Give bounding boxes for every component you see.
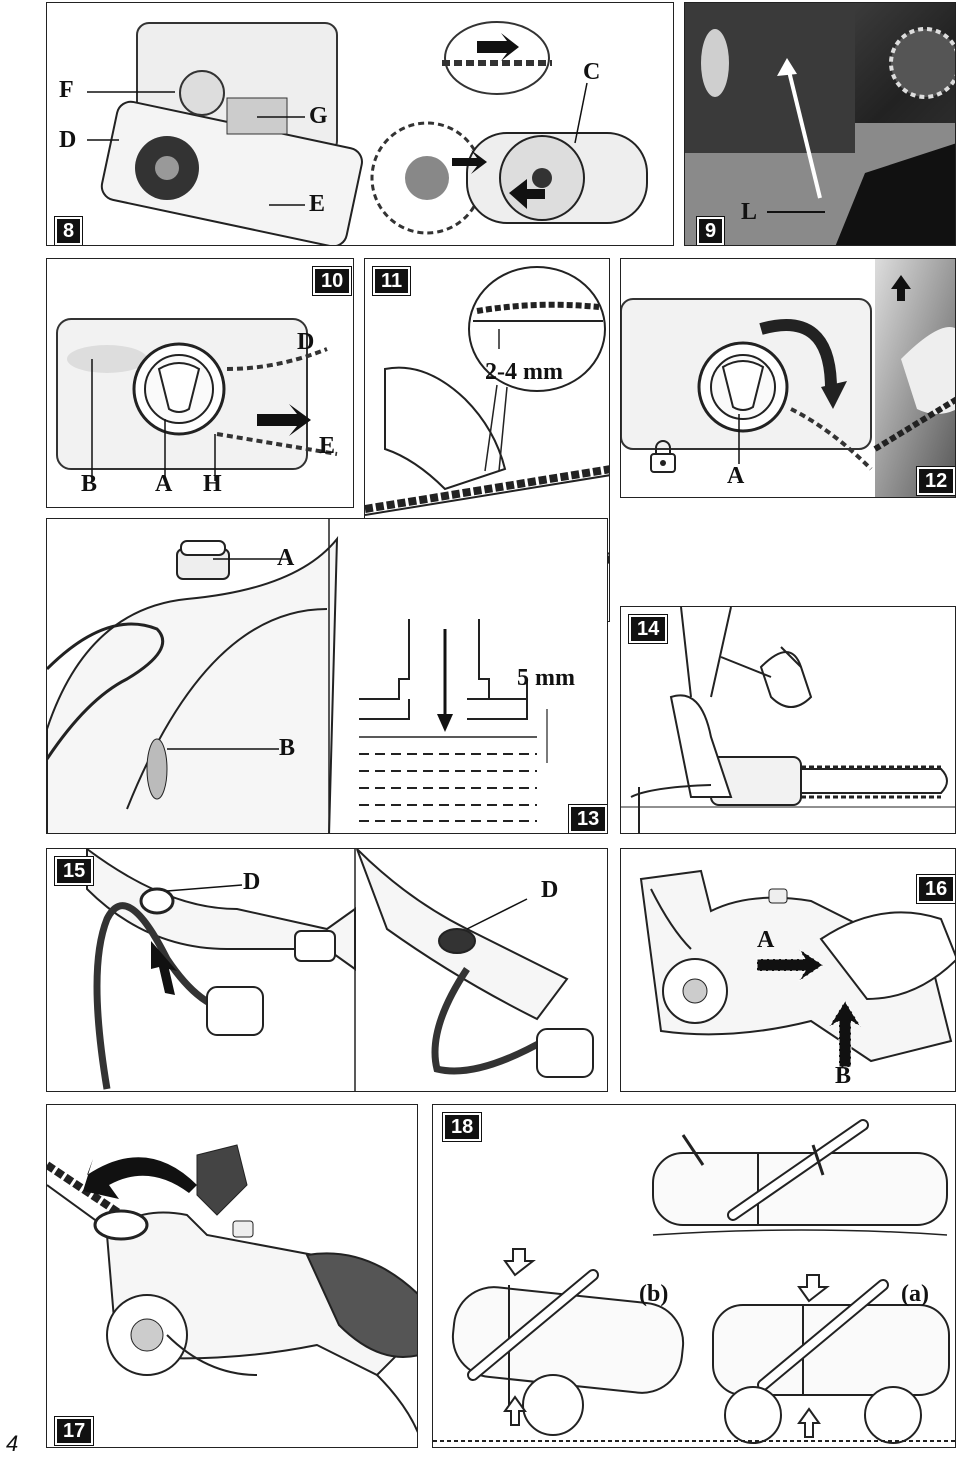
label-H: H bbox=[203, 471, 222, 497]
figure-10: D E B A H 10 bbox=[46, 258, 354, 508]
figure-18: (b) (a) 18 bbox=[432, 1104, 956, 1448]
saw-photo bbox=[685, 3, 955, 245]
label-C: C bbox=[583, 59, 601, 85]
figure-number: 10 bbox=[311, 266, 353, 296]
cable-hook-illustration bbox=[86, 849, 594, 1091]
measurement-label: 5 mm bbox=[517, 665, 575, 691]
label-A: A bbox=[155, 471, 173, 497]
chain-assembly-illustration bbox=[87, 21, 648, 245]
figure-17: 17 bbox=[46, 1104, 418, 1448]
label-B: B bbox=[81, 471, 98, 497]
page-number: 4 bbox=[6, 1431, 19, 1456]
figure-number: 11 bbox=[371, 266, 412, 296]
figure-number: 12 bbox=[915, 466, 955, 496]
label-D-right: D bbox=[541, 877, 559, 903]
label-A: A bbox=[757, 927, 775, 953]
figure-15: D D 15 bbox=[46, 848, 608, 1092]
figure-number: 16 bbox=[915, 874, 955, 904]
label-E: E bbox=[319, 433, 336, 459]
figure-12: A 12 bbox=[620, 258, 956, 498]
oil-tank-illustration bbox=[47, 519, 548, 833]
chain-brake-illustration bbox=[47, 1144, 417, 1433]
figure-number: 18 bbox=[441, 1112, 483, 1142]
figure-14: 14 bbox=[620, 606, 956, 834]
label-F: F bbox=[59, 77, 74, 103]
label-A: A bbox=[727, 463, 745, 489]
log-cutting-illustration bbox=[433, 1119, 955, 1444]
label-A: A bbox=[277, 545, 295, 571]
label-G: G bbox=[309, 103, 328, 129]
tension-knob-illustration bbox=[56, 318, 338, 481]
figure-16: A B 16 bbox=[620, 848, 956, 1092]
figure-number: 17 bbox=[53, 1416, 95, 1446]
figure-number: 13 bbox=[567, 804, 607, 833]
label-L: L bbox=[741, 199, 758, 225]
figure-number: 14 bbox=[627, 614, 669, 644]
lock-knob-illustration bbox=[621, 259, 955, 497]
trigger-switch-illustration bbox=[639, 869, 955, 1068]
figure-9: L 9 bbox=[684, 2, 956, 246]
starting-position-illustration bbox=[621, 607, 955, 833]
figure-number: 15 bbox=[53, 856, 95, 886]
figure-13: A B 5 mm 13 bbox=[46, 518, 608, 834]
label-D-left: D bbox=[243, 869, 261, 895]
label-b: (b) bbox=[639, 1281, 669, 1307]
figure-8: F D G E C 8 bbox=[46, 2, 674, 246]
figure-number: 9 bbox=[695, 216, 726, 245]
figure-number: 8 bbox=[53, 216, 84, 245]
label-B: B bbox=[279, 735, 296, 761]
label-a: (a) bbox=[901, 1281, 929, 1307]
label-B: B bbox=[835, 1063, 852, 1089]
label-E: E bbox=[309, 191, 326, 217]
label-D: D bbox=[297, 329, 315, 355]
measurement-label: 2-4 mm bbox=[485, 359, 563, 385]
label-D: D bbox=[59, 127, 77, 153]
